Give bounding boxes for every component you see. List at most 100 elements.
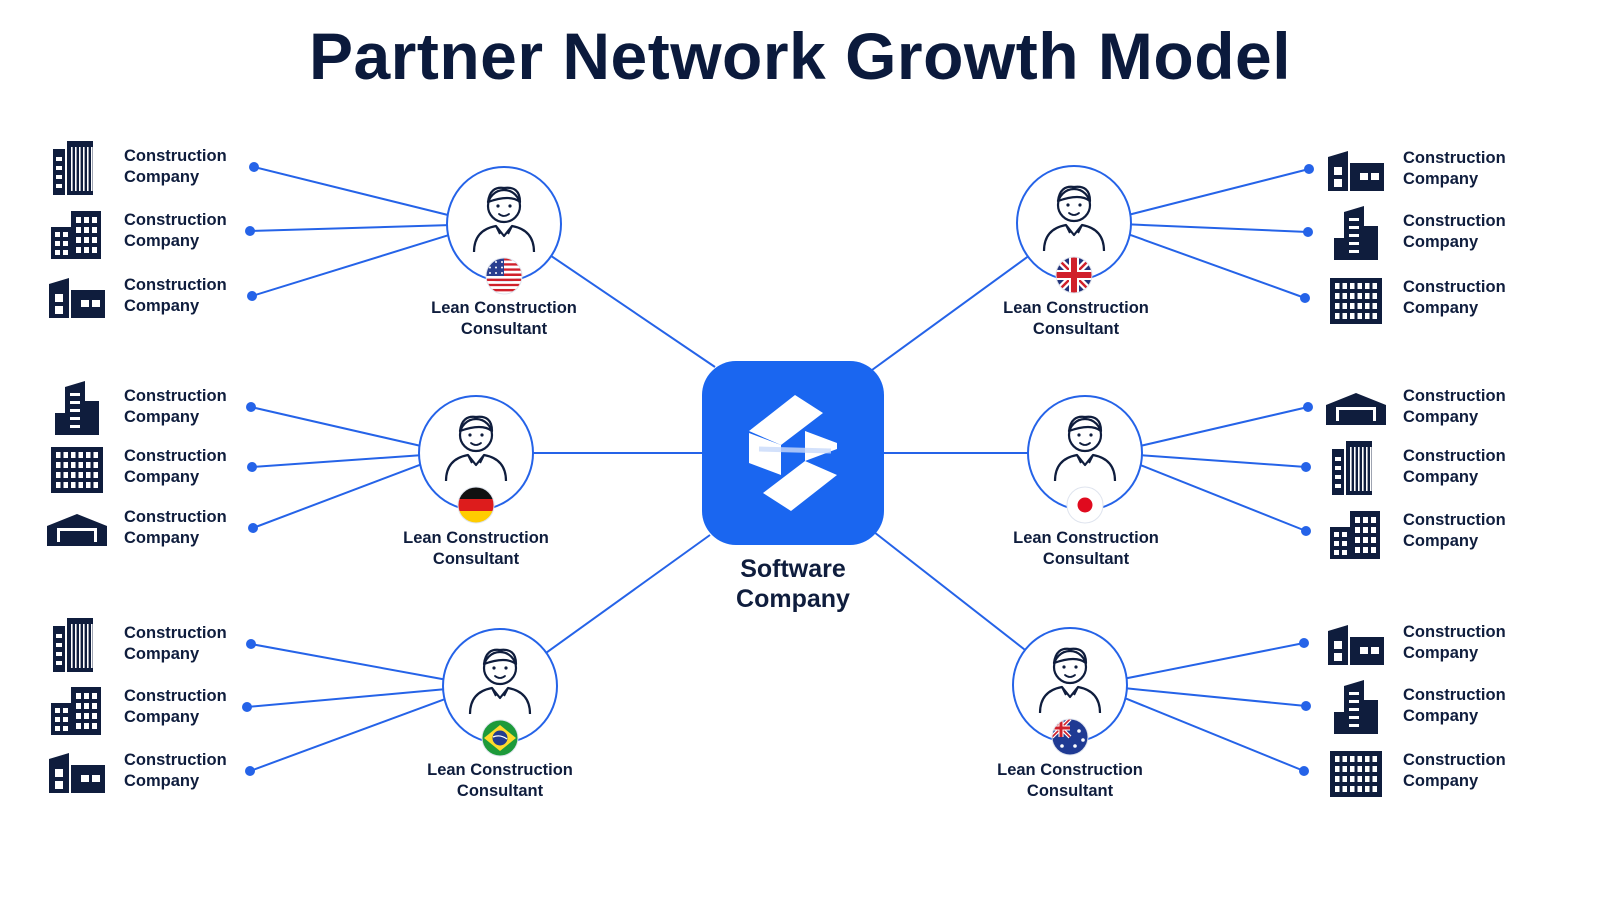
company-label-12-line1: Construction [1403, 278, 1506, 296]
wide-building-icon [1332, 441, 1372, 495]
company-label-10-line1: Construction [1403, 149, 1506, 167]
skyscraper-icon [53, 141, 93, 195]
consultant-label-br-line2: Consultant [456, 782, 544, 800]
consultant-person-icon [472, 186, 536, 253]
consultant-label-jp-line2: Consultant [1042, 550, 1130, 568]
consultant-node-us [446, 166, 562, 295]
company-label-7-line1: Construction [124, 624, 227, 642]
connector-dot [1301, 462, 1311, 472]
page-title: Partner Network Growth Model [308, 19, 1292, 93]
connector-company-3 [251, 234, 449, 297]
company-label-9-line1: Construction [124, 751, 227, 769]
connector-company-18 [1125, 697, 1305, 772]
connector-company-4 [250, 406, 421, 447]
connector-company-12 [1129, 233, 1306, 299]
connector-company-15 [1140, 464, 1307, 532]
company-label-8-line1: Construction [124, 687, 227, 705]
us-flag-icon [485, 257, 523, 295]
connector-company-1 [253, 166, 449, 216]
company-label-5-line2: Company [124, 468, 200, 486]
warehouse-icon [47, 514, 107, 546]
company-label-14-line2: Company [1403, 468, 1479, 486]
connector-company-16 [1125, 642, 1305, 680]
office-building-icon [1334, 680, 1378, 734]
connector-company-14 [1140, 454, 1307, 468]
consultant-label-us-line1: Lean Construction [431, 299, 577, 317]
tower-building-icon [55, 381, 99, 435]
consultant-person-icon [468, 648, 532, 715]
tower-building-icon [1326, 393, 1386, 425]
classical-building-icon [1328, 151, 1384, 191]
company-label-11-line2: Company [1403, 233, 1479, 251]
connector-dot [245, 766, 255, 776]
consultant-node-jp [1027, 395, 1143, 524]
uk-flag-icon [1055, 256, 1093, 294]
connector-company-17 [1125, 687, 1307, 707]
connector-dot [1303, 227, 1313, 237]
germany-flag-icon [457, 486, 495, 524]
consultant-person-icon [444, 415, 508, 482]
consultant-node-au [1012, 627, 1128, 756]
company-label-4-line1: Construction [124, 387, 227, 405]
low-building-icon [49, 278, 105, 318]
software-company-label-line2: Company [736, 585, 850, 613]
consultant-person-icon [1042, 185, 1106, 252]
company-label-15-line1: Construction [1403, 511, 1506, 529]
connector-dot [1299, 766, 1309, 776]
company-label-7-line2: Company [124, 645, 200, 663]
company-label-18-line1: Construction [1403, 751, 1506, 769]
connector-dot [247, 462, 257, 472]
factory-icon [1330, 278, 1382, 324]
consultant-label-de-line1: Lean Construction [403, 529, 549, 547]
connector-company-6 [252, 463, 421, 529]
company-label-1-line2: Company [124, 168, 200, 186]
company-label-3-line2: Company [124, 297, 200, 315]
consultant-label-jp-line1: Lean Construction [1013, 529, 1159, 547]
company-label-9-line2: Company [124, 772, 200, 790]
consultant-label-uk-line2: Consultant [1032, 320, 1120, 338]
connector-dot [1300, 293, 1310, 303]
consultant-label-uk-line1: Lean Construction [1003, 299, 1149, 317]
connector-company-5 [251, 454, 421, 468]
connector-dot [246, 402, 256, 412]
connector-dot [246, 639, 256, 649]
connector-company-9 [249, 698, 445, 772]
connector-dot [1301, 701, 1311, 711]
consultant-label-au-line1: Lean Construction [997, 761, 1143, 779]
apartment-building-icon [51, 447, 103, 493]
company-label-14-line1: Construction [1403, 447, 1506, 465]
company-label-10-line2: Company [1403, 170, 1479, 188]
company-label-1-line1: Construction [124, 147, 227, 165]
company-label-17-line2: Company [1403, 707, 1479, 725]
company-label-17-line1: Construction [1403, 686, 1506, 704]
software-logo-icon [749, 395, 837, 511]
connector-dot [249, 162, 259, 172]
office-building-icon [51, 211, 101, 259]
connector-dot [1304, 164, 1314, 174]
company-label-18-line2: Company [1403, 772, 1479, 790]
company-label-6-line1: Construction [124, 508, 227, 526]
connector-dot [1301, 526, 1311, 536]
connector-dot [247, 291, 257, 301]
company-label-2-line1: Construction [124, 211, 227, 229]
connector-dot [242, 702, 252, 712]
industrial-hall-icon [1330, 511, 1380, 559]
consultant-label-br-line1: Lean Construction [427, 761, 573, 779]
company-label-12-line2: Company [1403, 299, 1479, 317]
company-label-16-line1: Construction [1403, 623, 1506, 641]
